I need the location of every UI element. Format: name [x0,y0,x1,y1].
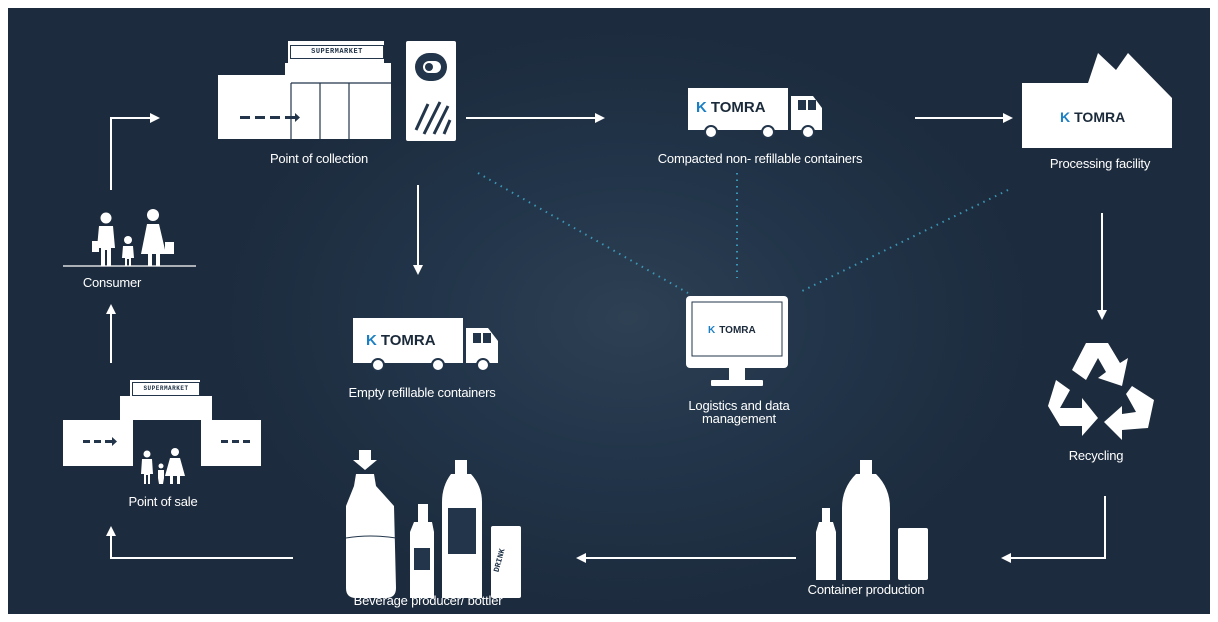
label-point-of-sale: Point of sale [128,494,198,509]
label-compacted-containers: Compacted non- refillable containers [657,151,863,166]
tomra-wordmark: TOMRA [1074,109,1126,125]
supermarket-sign-top: SUPERMARKET [290,45,384,59]
truck-refillable-icon [353,318,498,372]
diagram-art [63,41,1172,598]
label-processing-facility: Processing facility [1049,156,1151,171]
tomra-wordmark: TOMRA [380,332,436,349]
tomra-logo-truck-top: K TOMRA [696,99,766,116]
flow-arrows [106,113,1107,563]
dotted-connectors [477,172,1009,294]
monitor-icon [686,296,788,386]
recycling-flow-diagram: SUPERMARKET SUPERMARKET K TOMRA K TOMRA … [8,8,1210,614]
label-container-production: Container production [807,582,925,597]
tomra-mark-icon: K [696,99,707,116]
label-logistics: Logistics and data management [688,398,790,426]
recycling-symbol-icon [1048,343,1154,440]
label-recycling: Recycling [1068,448,1124,463]
beverage-bottles-icon [345,450,521,598]
tomra-mark-icon: K [366,332,377,349]
tomra-wordmark: TOMRA [710,99,766,116]
label-point-of-collection: Point of collection [269,151,369,166]
label-beverage-producer: Beverage producer/ bottler [353,593,503,608]
truck-compacted-icon [688,88,822,139]
arrow-producer-to-sale [106,526,293,559]
tomra-logo-monitor: K TOMRA [708,325,756,336]
tomra-mark-icon: K [708,325,716,336]
tomra-logo-facility: K TOMRA [1060,109,1125,125]
consumer-family-icon [63,209,196,267]
arrow-recycling-to-production [1001,496,1106,563]
tomra-mark-icon: K [1060,109,1071,125]
label-empty-refillable: Empty refillable containers [348,385,496,400]
label-consumer: Consumer [82,275,142,290]
supermarket-sign-bottom: SUPERMARKET [132,382,200,396]
dotted-line-collection [477,172,689,294]
container-production-icon [816,460,928,580]
dotted-line-processing [797,189,1009,294]
tomra-logo-truck-middle: K TOMRA [366,332,436,349]
supermarket-collection-icon [218,41,391,139]
reverse-vending-machine-icon [406,41,456,141]
processing-facility-icon [1022,53,1172,148]
arrow-consumer-to-collection [110,113,160,190]
tomra-wordmark: TOMRA [719,325,756,336]
